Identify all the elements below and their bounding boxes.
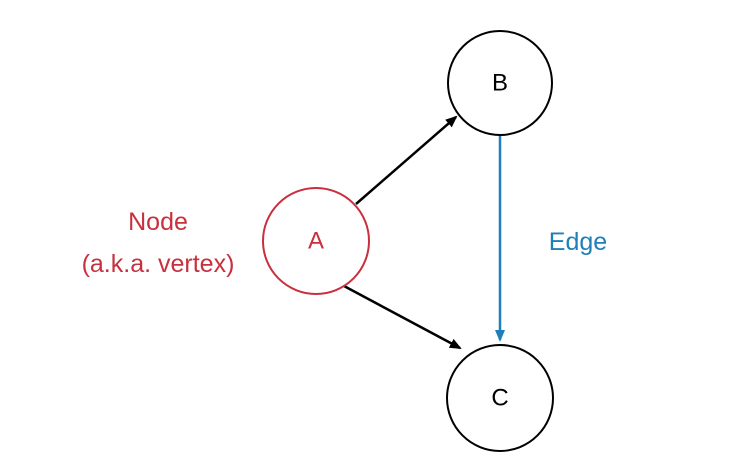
node-c-circle [446, 344, 554, 452]
node-b-label: B [492, 70, 508, 97]
node-c-label: C [491, 385, 508, 412]
node-a-label: A [308, 228, 324, 255]
edge-a-to-c [343, 284, 462, 350]
node-annotation-line2: (a.k.a. vertex) [82, 250, 235, 278]
edge-annotation: Edge [549, 228, 607, 256]
node-a: A [262, 187, 370, 295]
edge-a-to-b [355, 115, 458, 205]
node-a-circle [262, 187, 370, 295]
node-c: C [446, 344, 554, 452]
node-annotation-line1: Node [128, 208, 188, 236]
node-b-circle [447, 30, 553, 136]
node-b: B [447, 30, 553, 136]
